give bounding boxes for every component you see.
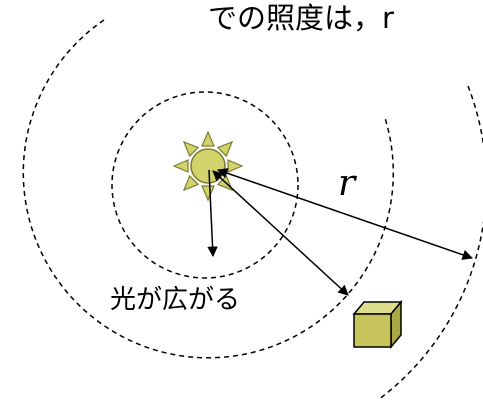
- sun-ray: [216, 140, 234, 158]
- sun-ray: [172, 159, 189, 173]
- outer-dashed-arc: [377, 85, 483, 401]
- object-box-icon: [352, 299, 403, 350]
- sun-ray: [201, 130, 215, 147]
- inner-dashed-circle: [111, 91, 299, 279]
- arrow-to-middle-circle: [212, 170, 349, 296]
- label-background: [104, 279, 292, 319]
- light-spread-label: 光が広がる: [110, 285, 240, 315]
- distance-label: r: [338, 163, 357, 204]
- sun-ray: [182, 174, 200, 192]
- sun-ray: [182, 140, 200, 158]
- sun-icon: [172, 130, 244, 202]
- arrow-to-outer-circle: [217, 168, 473, 260]
- caption-text: での照度は，r: [208, 1, 394, 35]
- sun-ray: [227, 159, 244, 173]
- sun-ray: [201, 185, 215, 202]
